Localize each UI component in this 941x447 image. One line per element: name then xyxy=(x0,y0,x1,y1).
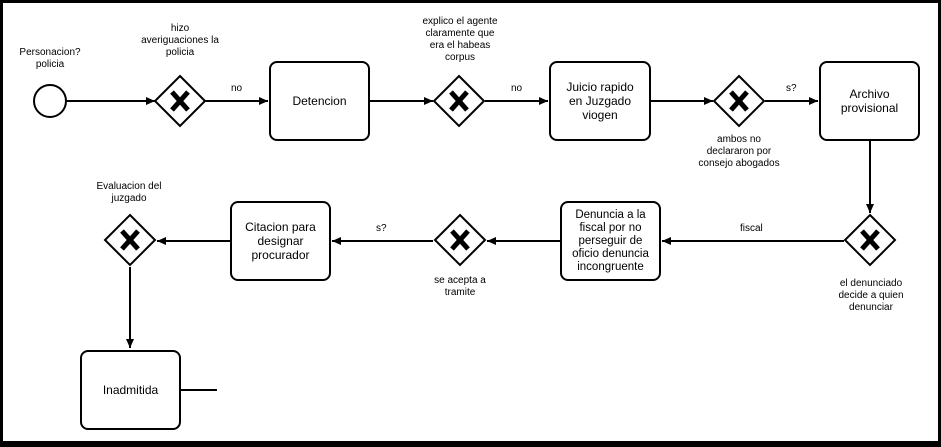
gateway-g4-label: el denunciado decide a quien denunciar xyxy=(838,278,904,313)
gateway-g2 xyxy=(432,74,486,128)
edge-label-g2-juicio: no xyxy=(511,83,523,94)
gateway-g4 xyxy=(843,213,897,267)
start-event-label: Personacion? policia xyxy=(19,47,81,70)
task-detencion: Detencion xyxy=(269,61,370,141)
x-gateway-icon xyxy=(729,90,749,112)
gateway-g1-label: hizo averiguaciones la policia xyxy=(141,23,219,58)
x-gateway-icon xyxy=(450,229,470,251)
gateway-g3-label: ambos no declararon por consejo abogados xyxy=(698,134,780,169)
task-archivo-provisional: Archivo provisional xyxy=(819,61,920,141)
start-event xyxy=(33,84,67,118)
gateway-g1 xyxy=(153,74,207,128)
task-citacion: Citacion para designar procurador xyxy=(230,201,331,281)
edge-label-g3-archivo: s? xyxy=(786,83,797,94)
x-gateway-icon xyxy=(449,90,469,112)
gateway-g3 xyxy=(712,74,766,128)
task-inadmitida: Inadmitida xyxy=(80,350,181,430)
task-juicio-rapido: Juicio rapido en Juzgado viogen xyxy=(549,61,651,141)
x-gateway-icon xyxy=(170,90,190,112)
x-gateway-icon xyxy=(120,229,140,251)
gateway-g6 xyxy=(103,213,157,267)
gateway-g5 xyxy=(433,213,487,267)
gateway-g6-label: Evaluacion del juzgado xyxy=(96,181,162,204)
diagram-edges xyxy=(33,74,897,391)
edge-label-g5-citacion: s? xyxy=(376,223,387,234)
edge-label-g1-detencion: no xyxy=(231,83,243,94)
gateway-g2-label: explico el agente claramente que era el … xyxy=(422,16,498,63)
x-gateway-icon xyxy=(860,229,880,251)
gateway-g5-label: se acepta a tramite xyxy=(434,275,486,298)
task-denuncia-fiscal: Denuncia a la fiscal por no perseguir de… xyxy=(560,201,661,281)
edge-label-g4-denuncia: fiscal xyxy=(740,223,763,234)
